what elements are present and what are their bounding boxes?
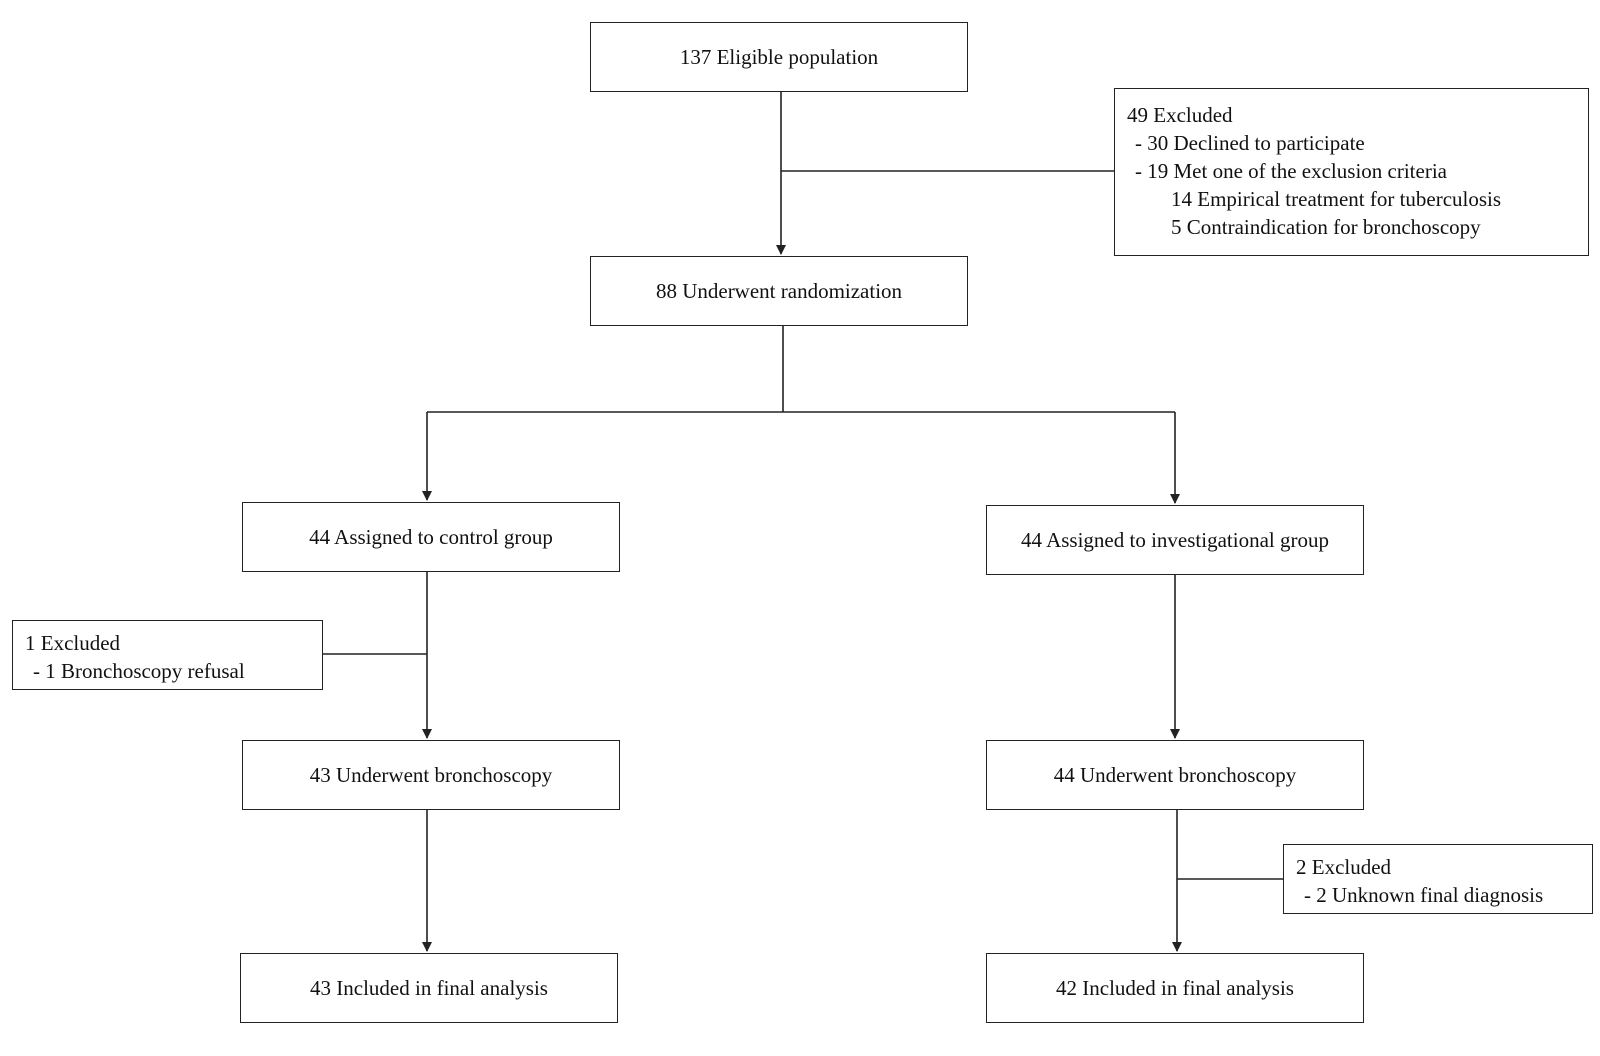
control-exclusion-box: 1 Excluded - 1 Bronchoscopy refusal (12, 620, 323, 690)
control-group-box: 44 Assigned to control group (242, 502, 620, 572)
exclusion-line: - 1 Bronchoscopy refusal (33, 659, 245, 683)
exclusion-title: 1 Excluded (25, 631, 121, 655)
eligible-population-label: 137 Eligible population (679, 44, 879, 69)
exclusion-title: 49 Excluded (1127, 103, 1233, 127)
exclusion-subline: 5 Contraindication for bronchoscopy (1171, 215, 1481, 239)
investigational-bronchoscopy-label: 44 Underwent bronchoscopy (1053, 762, 1297, 787)
control-final-analysis-label: 43 Included in final analysis (310, 975, 548, 1000)
exclusion-subline: 14 Empirical treatment for tuberculosis (1171, 187, 1502, 211)
control-final-analysis-box: 43 Included in final analysis (240, 953, 618, 1023)
exclusion-line: - 30 Declined to participate (1135, 131, 1365, 155)
control-group-label: 44 Assigned to control group (309, 524, 553, 549)
eligible-population-box: 137 Eligible population (590, 22, 968, 92)
exclusion-line: - 2 Unknown final diagnosis (1304, 883, 1544, 907)
investigational-final-analysis-label: 42 Included in final analysis (1056, 975, 1294, 1000)
investigational-final-analysis-box: 42 Included in final analysis (986, 953, 1364, 1023)
randomization-label: 88 Underwent randomization (655, 278, 903, 303)
randomization-box: 88 Underwent randomization (590, 256, 968, 326)
investigational-group-box: 44 Assigned to investigational group (986, 505, 1364, 575)
exclusion-title: 2 Excluded (1296, 855, 1392, 879)
control-bronchoscopy-box: 43 Underwent bronchoscopy (242, 740, 620, 810)
pre-randomization-exclusion-box: 49 Excluded - 30 Declined to participate… (1114, 88, 1589, 256)
control-bronchoscopy-label: 43 Underwent bronchoscopy (309, 762, 553, 787)
investigational-exclusion-box: 2 Excluded - 2 Unknown final diagnosis (1283, 844, 1593, 914)
investigational-group-label: 44 Assigned to investigational group (1021, 527, 1329, 552)
exclusion-line: - 19 Met one of the exclusion criteria (1135, 159, 1447, 183)
investigational-bronchoscopy-box: 44 Underwent bronchoscopy (986, 740, 1364, 810)
